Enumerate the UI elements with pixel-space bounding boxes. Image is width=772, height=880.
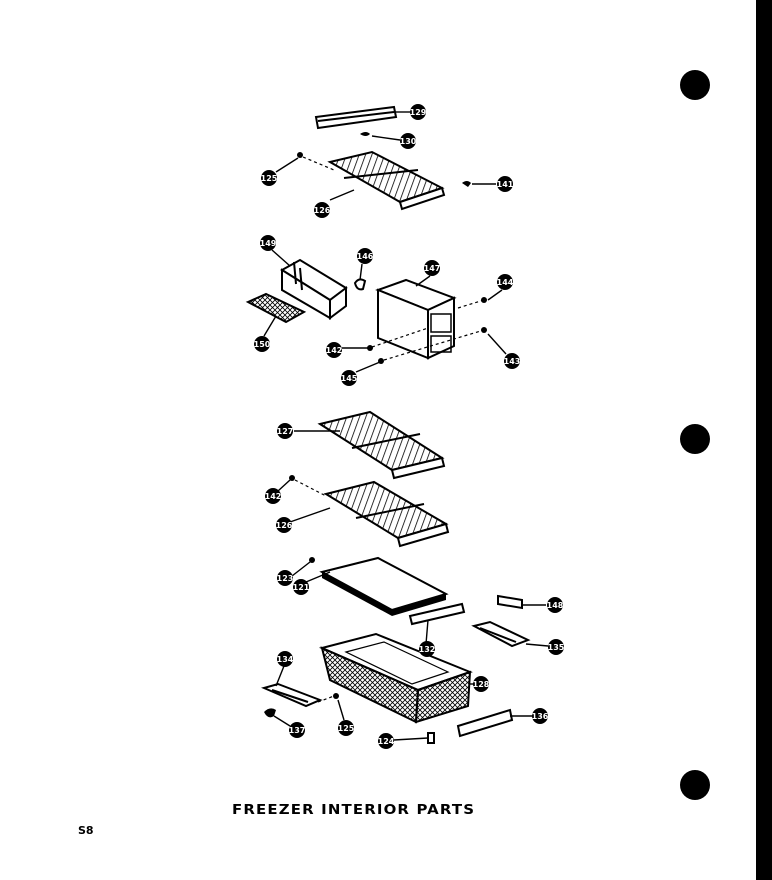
callout-137: 137 [289, 722, 306, 738]
wire-shelf-middle [317, 410, 446, 480]
callout-label: 142 [265, 492, 282, 501]
ice-maker-box-part [375, 278, 457, 360]
callout-150: 150 [254, 336, 271, 352]
callout-label: 147 [424, 264, 441, 273]
trim-strip-part [314, 105, 398, 130]
callout-label: 145 [341, 374, 358, 383]
callout-144: 144 [497, 274, 514, 290]
callout-136: 136 [532, 708, 549, 724]
basket-rail-part [261, 682, 335, 708]
callout-126a: 126 [314, 202, 331, 218]
callout-145: 145 [341, 370, 358, 386]
screw-144-part [481, 297, 487, 303]
binder-hole-middle [680, 424, 710, 454]
callout-121: 121 [293, 579, 310, 595]
callout-label: 125 [338, 724, 355, 733]
callout-130: 130 [400, 133, 417, 149]
shelf-cover-plate [309, 556, 449, 616]
callout-146: 146 [357, 248, 374, 264]
roller-part [264, 708, 276, 718]
callout-127: 127 [277, 423, 294, 439]
callout-label: 148 [547, 601, 564, 610]
knob-part [353, 278, 367, 291]
callout-label: 146 [357, 252, 374, 261]
box-fastener-lines [371, 299, 485, 361]
callout-142b: 142 [265, 488, 282, 504]
callout-149: 149 [260, 235, 277, 251]
wire-basket-part [318, 632, 473, 724]
screw-143-part [481, 327, 487, 333]
callout-143: 143 [504, 353, 521, 369]
callout-label: 132 [419, 645, 436, 654]
page-edge-shadow [756, 0, 772, 880]
page-number: S8 [78, 824, 94, 837]
slide-strip-part [497, 594, 523, 610]
callout-125b: 125 [338, 720, 355, 736]
screw-part [297, 152, 335, 171]
callout-label: 136 [532, 712, 549, 721]
callout-135: 135 [548, 639, 565, 655]
callout-128: 128 [473, 676, 490, 692]
callout-132: 132 [419, 641, 436, 657]
binder-hole-bottom [680, 770, 710, 800]
callout-124: 124 [378, 733, 395, 749]
callout-141: 141 [497, 176, 514, 192]
callout-label: 123 [277, 574, 294, 583]
ice-tray-part [245, 292, 307, 324]
callout-142a: 142 [326, 342, 343, 358]
callout-label: 149 [260, 239, 277, 248]
wire-shelf-upper [327, 150, 446, 211]
callout-148: 148 [547, 597, 564, 613]
callout-label: 142 [326, 346, 343, 355]
stop-part [427, 732, 435, 744]
front-trim-part [408, 602, 466, 626]
end-cap-part [456, 708, 514, 738]
callout-label: 130 [400, 137, 417, 146]
callout-126b: 126 [276, 517, 293, 533]
callout-label: 128 [473, 680, 490, 689]
callout-label: 150 [254, 340, 271, 349]
clip-part [360, 132, 370, 136]
callout-label: 121 [293, 583, 310, 592]
diagram-caption: FREEZER INTERIOR PARTS [232, 803, 476, 818]
callout-label: 144 [497, 278, 514, 287]
callout-label: 126 [314, 206, 331, 215]
callout-125a: 125 [261, 170, 278, 186]
callout-label: 135 [548, 643, 565, 652]
callout-label: 129 [410, 108, 427, 117]
callout-label: 127 [277, 427, 294, 436]
bracket-part [462, 181, 471, 187]
callout-label: 141 [497, 180, 514, 189]
wire-shelf-lower [289, 475, 450, 548]
screw-142-part [367, 345, 373, 351]
callout-label: 126 [276, 521, 293, 530]
ice-bin-bracket-part [280, 258, 348, 320]
callout-label: 134 [277, 655, 294, 664]
callout-129a: 129 [410, 104, 427, 120]
callout-123: 123 [277, 570, 294, 586]
callout-label: 124 [378, 737, 395, 746]
callout-147: 147 [424, 260, 441, 276]
callout-label: 137 [289, 726, 306, 735]
screw-125b-part [333, 693, 339, 699]
rail-part [471, 620, 531, 648]
leader-lines [263, 111, 549, 741]
callout-label: 125 [261, 174, 278, 183]
callout-134: 134 [277, 651, 294, 667]
binder-hole-top [680, 70, 710, 100]
callout-label: 143 [504, 357, 521, 366]
